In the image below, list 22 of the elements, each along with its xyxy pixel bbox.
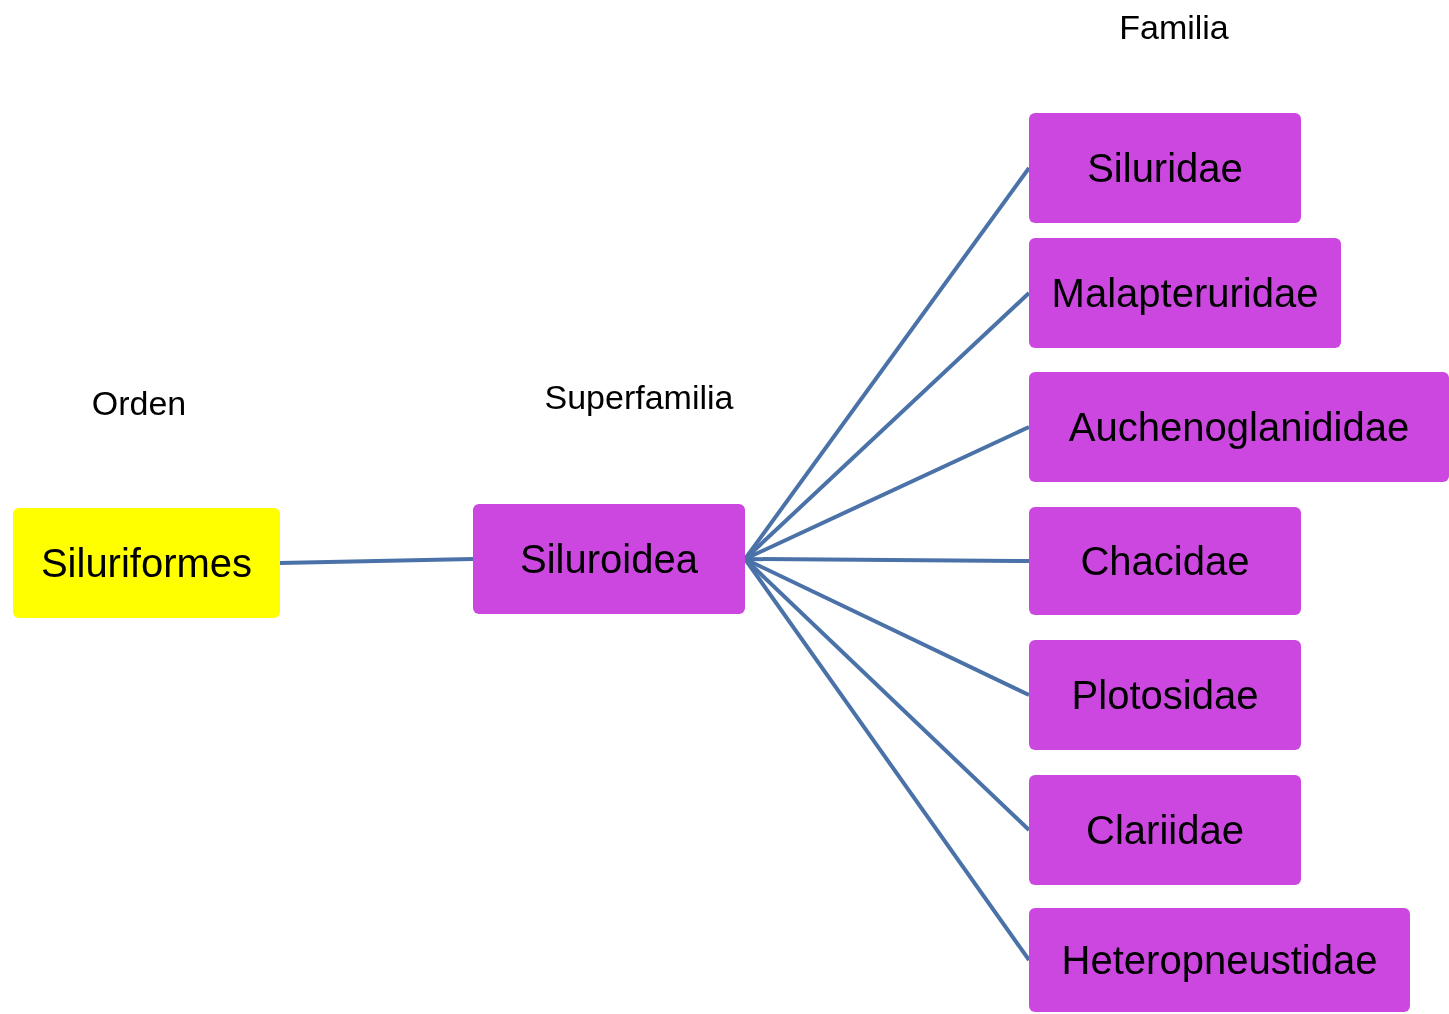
taxon-box — [1029, 113, 1301, 223]
taxon-box — [473, 504, 745, 614]
taxon-box — [1029, 908, 1410, 1012]
taxon-box — [1029, 507, 1301, 615]
taxon-name: Heteropneustidae — [1061, 937, 1378, 983]
taxon-box — [1029, 775, 1301, 885]
rank-label: Superfamilia — [544, 377, 734, 417]
taxon-name: Plotosidae — [1071, 672, 1259, 718]
taxon-name: Siluriformes — [40, 540, 253, 586]
taxon-box — [1029, 640, 1301, 750]
rank-label: Familia — [1119, 7, 1229, 47]
taxon-box — [1029, 238, 1341, 348]
rank-label: Orden — [91, 383, 187, 423]
taxon-name: Malapteruridae — [1051, 270, 1319, 316]
taxon-name: Siluroidea — [520, 536, 698, 582]
taxon-box — [1029, 372, 1449, 482]
taxon-name: Chacidae — [1080, 538, 1250, 584]
taxon-name: Auchenoglanididae — [1068, 404, 1410, 450]
connector-line — [279, 557, 474, 565]
taxon-name: Siluridae — [1087, 145, 1243, 191]
taxon-name: Clariidae — [1086, 807, 1244, 853]
taxon-box — [13, 508, 280, 618]
